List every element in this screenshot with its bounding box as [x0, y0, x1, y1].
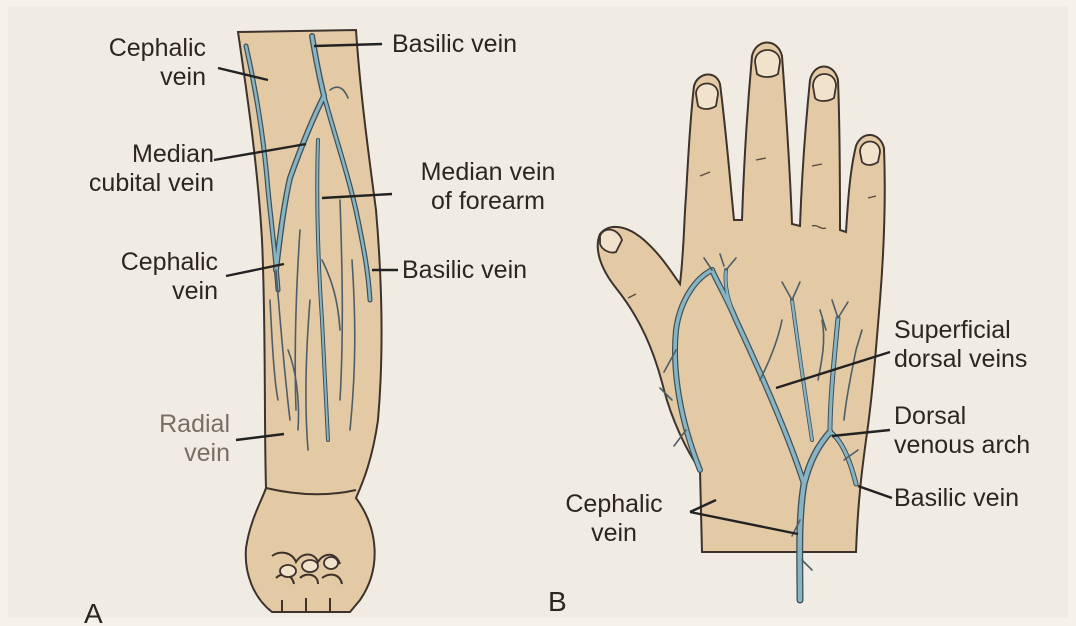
fist-nail-1 — [280, 565, 296, 577]
nail-little — [860, 142, 880, 166]
label-superficial-dorsal-veins: Superficial dorsal veins — [894, 316, 1027, 374]
label-median-vein-of-forearm: Median vein of forearm — [390, 158, 586, 216]
nail-ring — [813, 74, 836, 101]
nail-index — [696, 84, 718, 110]
label-cephalic-vein-hand: Cephalic vein — [544, 490, 684, 548]
leader-basilic-hand — [858, 486, 892, 498]
label-cephalic-vein-upper: Cephalic vein — [40, 34, 206, 92]
label-cephalic-vein-mid: Cephalic vein — [60, 248, 218, 306]
label-basilic-vein-mid: Basilic vein — [402, 256, 527, 285]
label-median-cubital-vein: Median cubital vein — [24, 140, 214, 198]
forearm-illustration — [238, 30, 382, 612]
label-dorsal-venous-arch: Dorsal venous arch — [894, 402, 1030, 460]
nail-middle — [755, 50, 780, 77]
panel-letter-a: A — [84, 598, 103, 626]
label-basilic-vein-upper: Basilic vein — [392, 30, 517, 59]
label-basilic-vein-hand: Basilic vein — [894, 484, 1019, 513]
fist-nail-3 — [324, 557, 338, 569]
hand-outline — [598, 43, 885, 553]
label-radial-vein: Radial vein — [100, 410, 230, 468]
fist-nail-2 — [302, 560, 318, 572]
panel-letter-b: B — [548, 586, 567, 618]
